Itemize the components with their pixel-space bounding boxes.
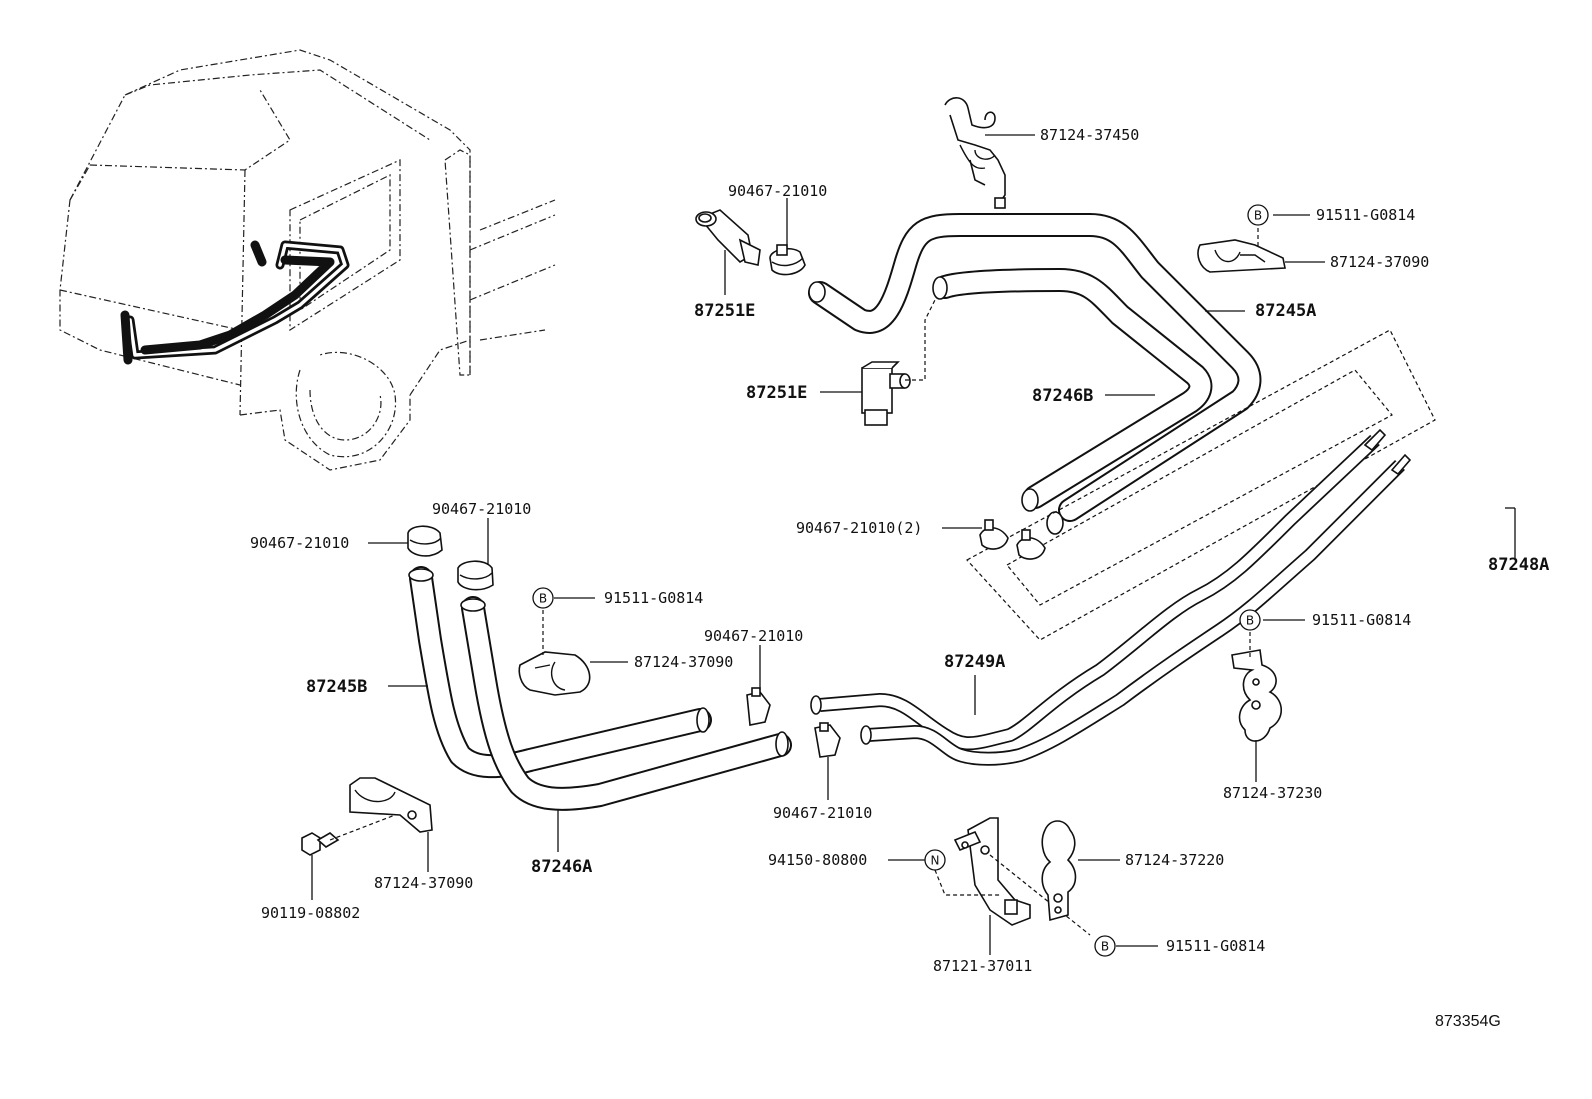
callout-87246A: 87246A <box>531 857 592 877</box>
callout-90467-21010-mid1: 90467-21010 <box>704 627 803 645</box>
svg-text:N: N <box>931 854 940 868</box>
hose-clip-90467-21010-left1 <box>407 525 443 557</box>
marker-bolt-tr: B <box>1247 204 1269 226</box>
callout-87121-37011: 87121-37011 <box>933 957 1032 975</box>
clamp-87124-37450 <box>944 97 1006 209</box>
callout-91511-G0814-b: 91511-G0814 <box>1166 937 1265 955</box>
clamp-87124-37220 <box>1041 820 1077 922</box>
hose-87246A <box>461 596 792 811</box>
svg-text:B: B <box>1101 940 1109 954</box>
svg-text:B: B <box>539 592 547 606</box>
hose-clip-90467-21010-mid2 <box>814 722 841 758</box>
pipe-87248A <box>819 434 1380 751</box>
callout-90119-08802: 90119-08802 <box>261 904 360 922</box>
clamp-87124-37230 <box>1231 649 1283 742</box>
truck-cab-illustration <box>59 49 556 471</box>
hose-87246B <box>933 268 1213 509</box>
callout-90467-21010-x2: 90467-21010(2) <box>796 519 922 537</box>
hose-clip-90467-21010-top <box>769 244 806 276</box>
callout-87124-37090-tr: 87124-37090 <box>1330 253 1429 271</box>
clamp-87124-37090-bottom <box>349 777 433 833</box>
callout-90467-21010-left1: 90467-21010 <box>250 534 349 552</box>
callout-87124-37090-ml: 87124-37090 <box>634 653 733 671</box>
callout-87246B: 87246B <box>1032 386 1093 406</box>
diagram-code: 873354G <box>1435 1013 1501 1030</box>
callout-90467-21010-left2: 90467-21010 <box>432 500 531 518</box>
callout-87251E-lower: 87251E <box>746 383 807 403</box>
callout-87245B: 87245B <box>306 677 367 697</box>
callout-87248A: 87248A <box>1488 555 1549 575</box>
callout-91511-G0814-tr: 91511-G0814 <box>1316 206 1415 224</box>
callout-91511-G0814-mr: 91511-G0814 <box>1312 611 1411 629</box>
callout-87124-37450: 87124-37450 <box>1040 126 1139 144</box>
callout-87124-37230: 87124-37230 <box>1223 784 1322 802</box>
callout-94150-80800: 94150-80800 <box>768 851 867 869</box>
bolt-90119-08802 <box>301 814 396 856</box>
callout-87124-37220: 87124-37220 <box>1125 851 1224 869</box>
callout-87249A: 87249A <box>944 652 1005 672</box>
marker-bolt-ml: B <box>532 587 554 609</box>
hose-clips-90467-21010-pair <box>979 519 1046 560</box>
hose-clip-90467-21010-left2 <box>457 560 494 591</box>
marker-bolt-b: B <box>1094 935 1116 957</box>
hose-87245A <box>808 213 1262 522</box>
callout-87251E-top: 87251E <box>694 301 755 321</box>
marker-nut: N <box>924 849 946 871</box>
hose-fitting-87251E-lower <box>861 299 936 426</box>
clamp-87124-37090-mid <box>518 651 591 696</box>
bracket-87121-37011 <box>934 817 1091 936</box>
callout-90467-21010-top: 90467-21010 <box>728 182 827 200</box>
hose-clip-90467-21010-mid1 <box>746 687 771 726</box>
svg-text:B: B <box>1246 614 1254 628</box>
marker-bolt-mr: B <box>1239 609 1261 631</box>
callout-91511-G0814-ml: 91511-G0814 <box>604 589 703 607</box>
hose-fitting-87251E-top <box>695 209 761 266</box>
callout-87245A: 87245A <box>1255 301 1316 321</box>
callout-87124-37090-bl: 87124-37090 <box>374 874 473 892</box>
callout-90467-21010-mid2: 90467-21010 <box>773 804 872 822</box>
svg-text:B: B <box>1254 209 1262 223</box>
pipe-87249A <box>867 460 1405 766</box>
clamp-87124-37090-top <box>1197 239 1286 273</box>
